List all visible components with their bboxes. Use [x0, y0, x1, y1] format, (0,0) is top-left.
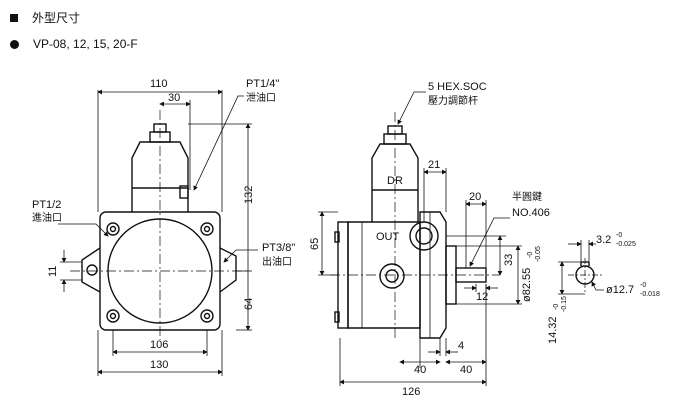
dim-30: 30	[168, 92, 180, 104]
outlet-port-label: PT3/8"	[262, 242, 295, 254]
bolt-bottom-right	[200, 309, 214, 323]
dim-33: 33	[503, 254, 515, 266]
dim-11: 11	[47, 266, 59, 277]
dim-height: 14.32	[547, 316, 559, 344]
inlet-port-label: PT1/2	[32, 199, 61, 211]
drain-port-cn: 泄油口	[246, 91, 276, 104]
bolt-bottom-left	[106, 309, 120, 323]
bolt-top-left	[106, 222, 120, 236]
dim-key-tol-upper: -0	[616, 232, 622, 239]
dim-shaft-pilot-tol-lower: -0.05	[535, 246, 542, 262]
inlet-port-circle	[86, 264, 98, 276]
outlet-port-cn: 出油口	[262, 255, 292, 268]
dim-106: 106	[150, 339, 168, 351]
out-label: OUT	[376, 231, 400, 243]
dim-64: 64	[243, 298, 255, 310]
dim-dia: ø12.7	[606, 284, 634, 296]
dim-12: 12	[476, 291, 488, 303]
shaft-detail	[568, 258, 602, 292]
model-text: VP-08, 12, 15, 20-F	[33, 37, 138, 51]
section-title-text: 外型尺寸	[32, 11, 81, 25]
inlet-port-cn: 進油口	[32, 211, 62, 224]
key-number: NO.406	[512, 207, 550, 219]
dim-40a: 40	[414, 364, 426, 376]
dim-40b: 40	[460, 364, 472, 376]
hex-socket-label: 5 HEX.SOC	[428, 81, 487, 93]
dim-key-tol-lower: -0.025	[616, 241, 636, 248]
shaft-detail-dimensions	[558, 240, 604, 295]
bolt-top-right	[200, 222, 214, 236]
dr-label: DR	[387, 175, 403, 187]
drain-fitting	[179, 185, 189, 199]
side-dimensions	[318, 91, 522, 386]
dim-132: 132	[243, 186, 255, 204]
dim-height-tol-upper: -0	[553, 304, 560, 310]
dim-4: 4	[458, 340, 464, 352]
dim-height-tol-lower: -0.15	[561, 296, 568, 312]
outlet-circle	[409, 221, 439, 251]
dim-21: 21	[428, 159, 440, 171]
dim-130: 130	[150, 359, 168, 371]
dim-dia-tol-upper: -0	[640, 282, 646, 289]
front-view	[70, 110, 250, 340]
dim-110: 110	[150, 78, 168, 90]
inlet-flange	[81, 247, 101, 293]
hex-socket-cn: 壓力調節杆	[428, 94, 478, 107]
dim-shaft-pilot-tol-upper: -0	[527, 252, 534, 258]
dim-key: 3.2	[596, 234, 611, 246]
drain-port-label: PT1/4"	[246, 78, 279, 90]
outlet-flange	[219, 247, 237, 293]
model-line: VP-08, 12, 15, 20-F	[10, 37, 138, 51]
section-title: 外型尺寸	[10, 9, 80, 26]
front-dimensions	[58, 89, 258, 376]
dim-20: 20	[469, 191, 481, 203]
dim-dia-tol-lower: -0.018	[640, 291, 660, 298]
dim-shaft-pilot: ø82.55	[521, 268, 533, 302]
square-bullet-icon	[10, 13, 18, 22]
inlet-circle	[379, 263, 405, 289]
circle-bullet-icon	[10, 39, 19, 49]
side-view	[330, 112, 500, 340]
key-label-cn: 半圓鍵	[512, 190, 542, 203]
dim-65: 65	[309, 238, 321, 250]
dim-126: 126	[402, 386, 420, 398]
